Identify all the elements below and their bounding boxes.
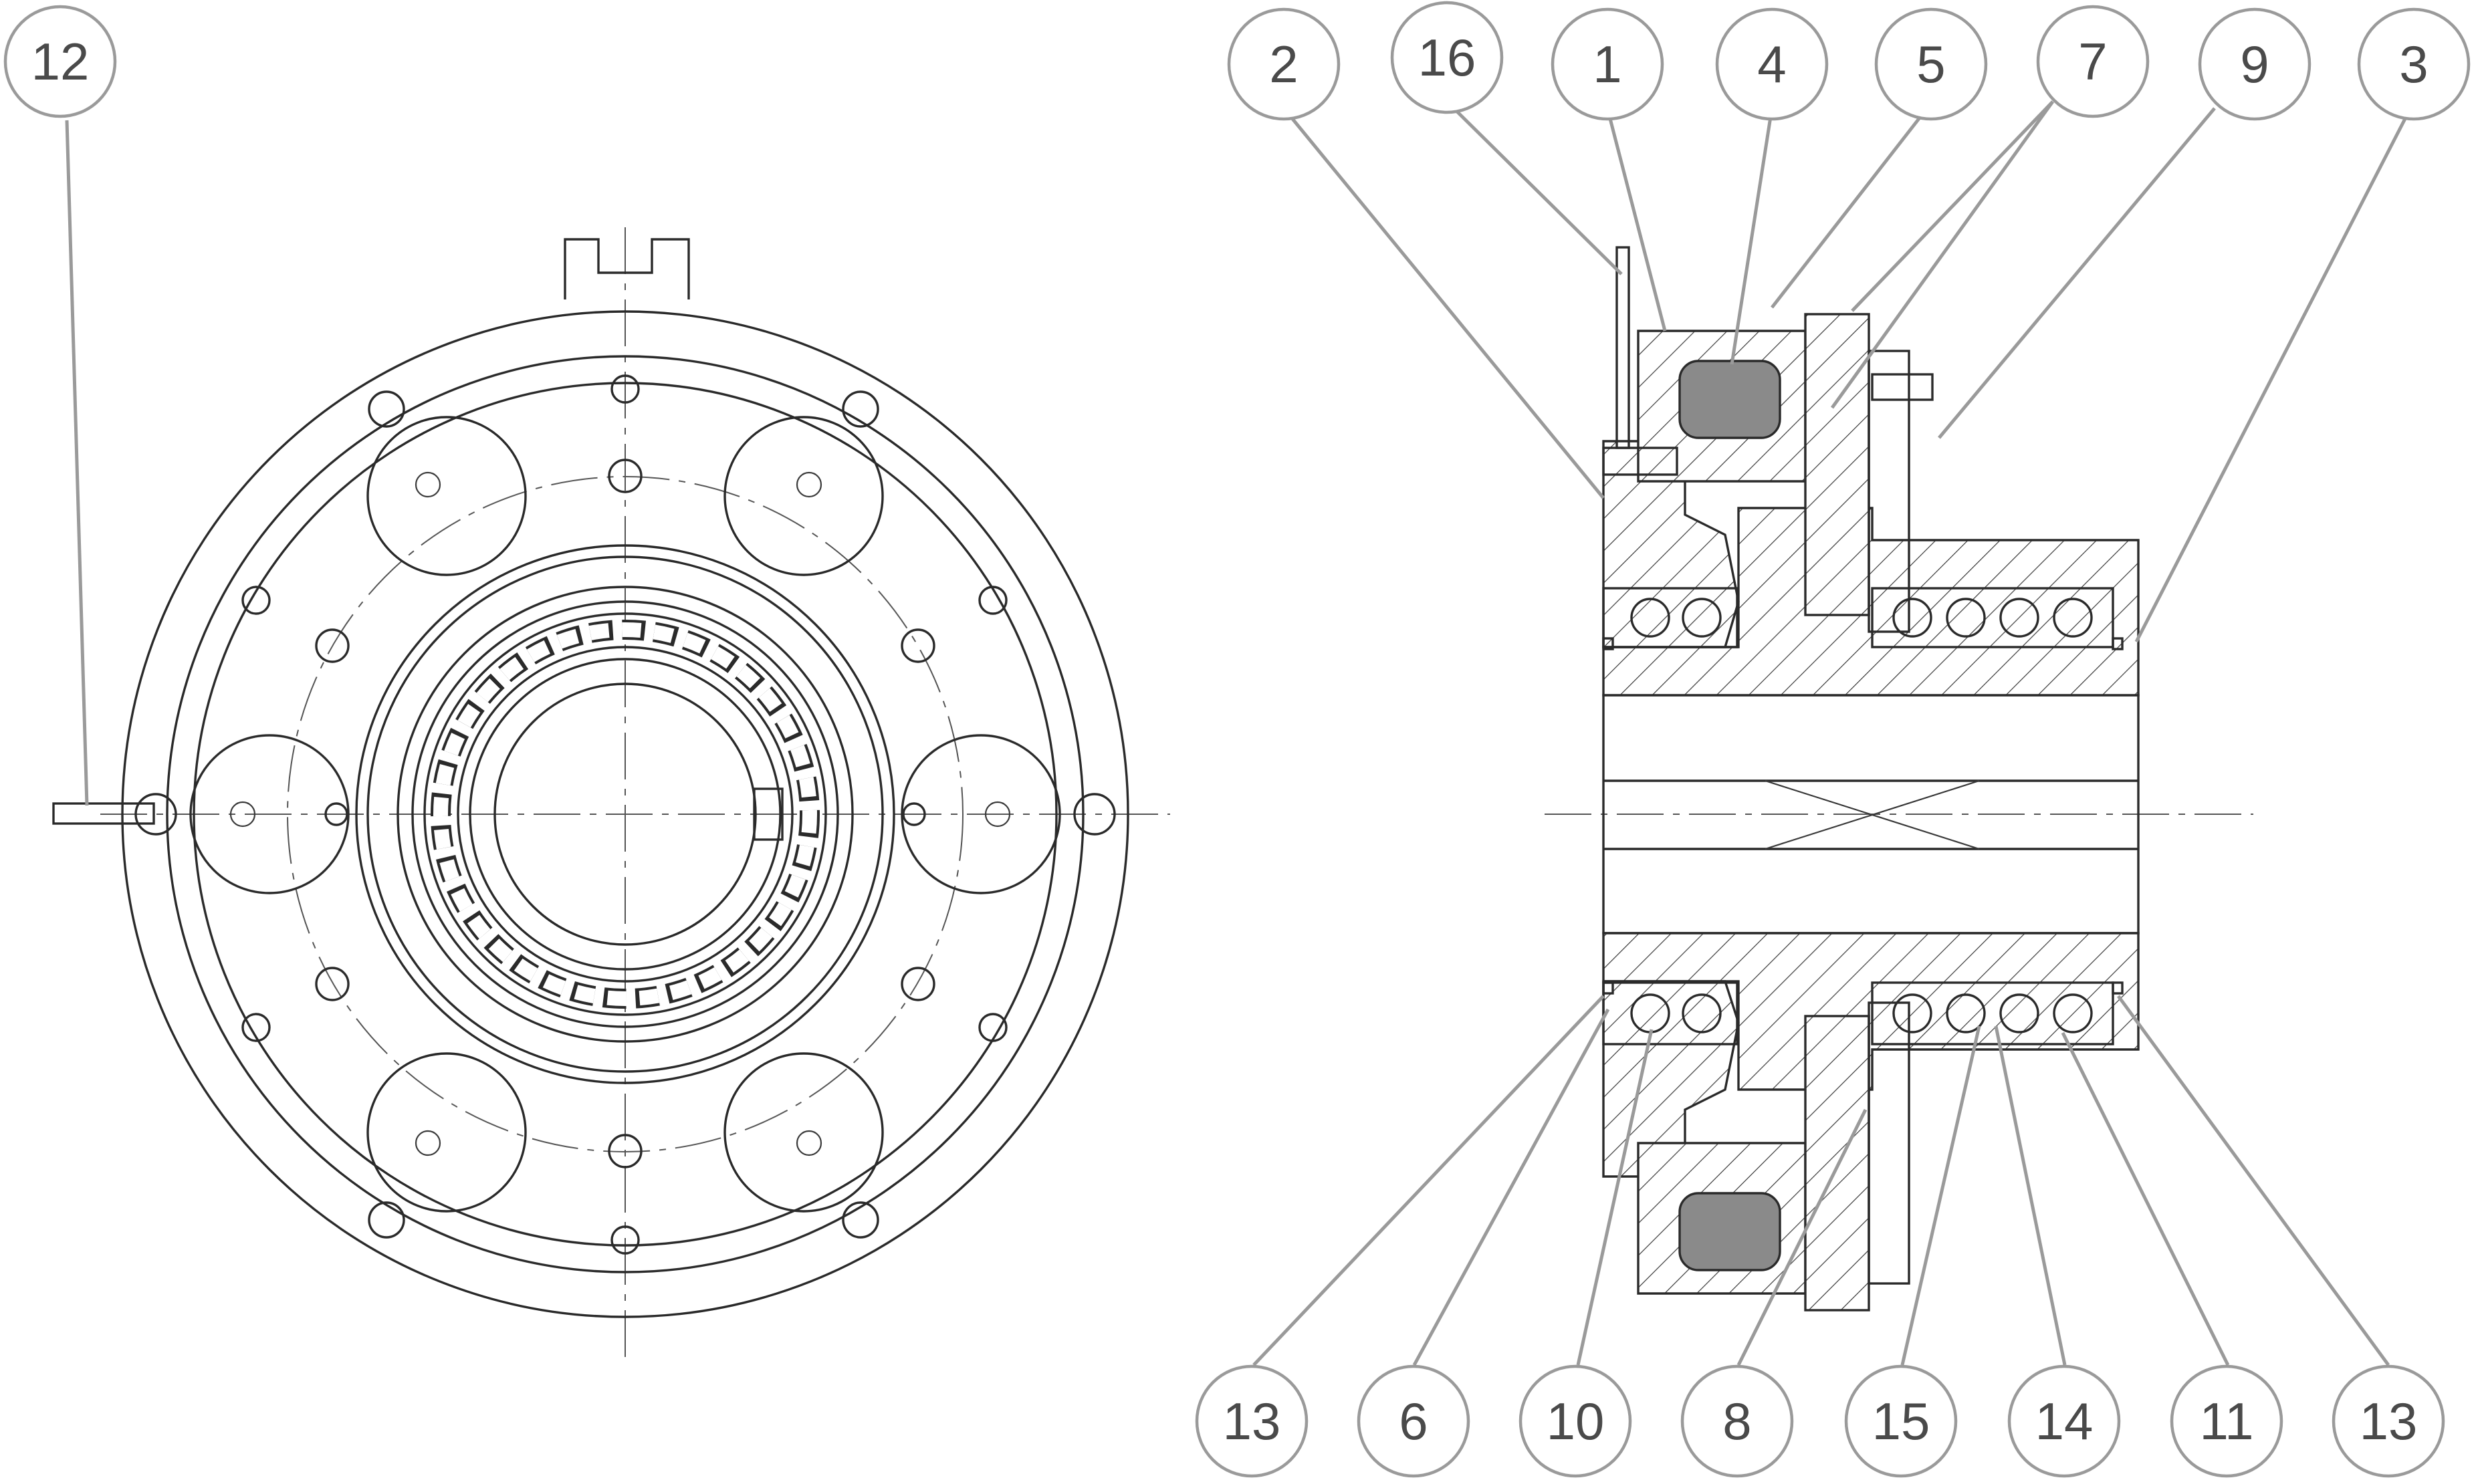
callout-label: 2 — [1269, 35, 1298, 94]
callout-label: 5 — [1916, 35, 1945, 94]
callout-label: 7 — [2078, 32, 2107, 91]
callout-13-left: 13 — [1195, 1364, 1309, 1478]
callout-label: 8 — [1722, 1392, 1751, 1451]
callout-label: 3 — [2399, 35, 2428, 94]
callout-3: 3 — [2357, 7, 2471, 121]
callout-16: 16 — [1390, 1, 1504, 114]
callouts-front: 12 — [3, 5, 117, 118]
callout-4: 4 — [1715, 7, 1829, 121]
callout-label: 11 — [2200, 1392, 2254, 1451]
callout-6: 6 — [1357, 1364, 1470, 1478]
callout-label: 15 — [1872, 1392, 1930, 1451]
callout-label: 10 — [1547, 1392, 1605, 1451]
callout-13-right: 13 — [2332, 1364, 2445, 1478]
callout-label: 9 — [2240, 35, 2269, 94]
callout-2: 2 — [1227, 7, 1341, 121]
callouts-top: 2 16 1 4 5 7 9 3 — [1227, 1, 2471, 121]
callout-label: 1 — [1593, 35, 1621, 94]
callout-14: 14 — [2007, 1364, 2121, 1478]
callout-8: 8 — [1680, 1364, 1794, 1478]
callout-12: 12 — [3, 5, 117, 118]
front-view — [52, 227, 1170, 1357]
callout-label: 4 — [1757, 35, 1786, 94]
callout-label: 6 — [1399, 1392, 1428, 1451]
callout-15: 15 — [1844, 1364, 1958, 1478]
callout-10: 10 — [1518, 1364, 1632, 1478]
callout-label: 16 — [1418, 28, 1476, 87]
callout-label: 13 — [1223, 1392, 1281, 1451]
callout-label: 13 — [2360, 1392, 2418, 1451]
callout-label: 12 — [31, 32, 90, 91]
callout-5: 5 — [1874, 7, 1988, 121]
callout-1: 1 — [1551, 7, 1664, 121]
callout-7: 7 — [2036, 5, 2150, 118]
callouts-bottom: 13 6 10 8 15 14 11 13 — [1195, 1364, 2445, 1478]
section-view — [1545, 246, 2253, 1312]
leader-lines — [65, 100, 2412, 1366]
callout-label: 14 — [2035, 1392, 2094, 1451]
callout-11: 11 — [2170, 1364, 2283, 1478]
callout-9: 9 — [2198, 7, 2312, 121]
